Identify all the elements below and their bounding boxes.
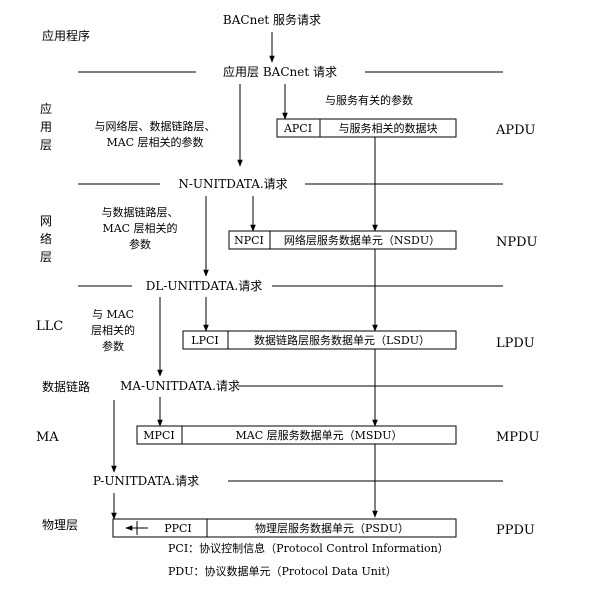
request-ma-unitdata: MA-UNITDATA.请求	[120, 379, 240, 393]
apci-label: APCI	[283, 122, 312, 135]
note-service-params: 与服务有关的参数	[325, 93, 413, 107]
layer-label-ma: MA	[36, 430, 59, 445]
note-llc-params-3: 参数	[102, 339, 124, 353]
pdu-label-apdu: APDU	[495, 123, 536, 138]
pdu-label-ppdu: PPDU	[496, 523, 535, 538]
flow-arrows	[111, 32, 378, 520]
apdu-box: APCI 与服务相关的数据块	[276, 118, 457, 138]
parameter-notes: 与服务有关的参数 与网络层、数据链路层、 MAC 层相关的参数 与数据链路层、 …	[91, 93, 413, 353]
mpdu-box: MPCI MAC 层服务数据单元（MSDU）	[136, 425, 457, 445]
pdu-labels: APDU NPDU LPDU MPDU PPDU	[495, 123, 539, 538]
layer-separators	[78, 71, 503, 482]
layer-label-net-1: 网	[40, 214, 52, 228]
request-n-unitdata: N-UNITDATA.请求	[178, 177, 287, 191]
request-dl-unitdata: DL-UNITDATA.请求	[146, 279, 262, 293]
note-net-params-1: 与数据链路层、	[102, 205, 179, 219]
layer-label-net-2: 络	[40, 231, 52, 246]
layer-labels: 应用程序 应 用 层 网 络 层 LLC 数据链路 MA 物理层	[36, 28, 90, 532]
lpci-data-label: 数据链路层服务数据单元（LSDU）	[254, 333, 430, 347]
lpdu-box: LPCI 数据链路层服务数据单元（LSDU）	[182, 330, 457, 350]
pdu-label-npdu: NPDU	[496, 235, 538, 250]
layer-label-llc: LLC	[36, 319, 63, 334]
legend: PCI：协议控制信息（Protocol Control Information）…	[168, 541, 449, 578]
layer-label-app-3: 层	[40, 138, 52, 152]
pdu-label-lpdu: LPDU	[496, 336, 535, 351]
layer-label-physical: 物理层	[42, 518, 78, 532]
request-labels: BACnet 服务请求 应用层 BACnet 请求 N-UNITDATA.请求 …	[93, 12, 337, 488]
mpci-data-label: MAC 层服务数据单元（MSDU）	[235, 428, 402, 442]
layer-label-app-program: 应用程序	[42, 28, 90, 43]
note-llc-params-2: 层相关的	[91, 323, 135, 337]
note-net-params-3: 参数	[129, 237, 151, 251]
pdu-boxes: APCI 与服务相关的数据块 NPCI 网络层服务数据单元（NSDU） LPCI…	[112, 118, 457, 538]
note-app-params-1: 与网络层、数据链路层、	[95, 119, 216, 133]
lpci-label: LPCI	[191, 334, 218, 347]
ppci-data-label: 物理层服务数据单元（PSDU）	[255, 521, 409, 535]
request-p-unitdata: P-UNITDATA.请求	[93, 474, 199, 488]
mpci-label: MPCI	[143, 429, 174, 442]
npdu-box: NPCI 网络层服务数据单元（NSDU）	[228, 230, 457, 250]
apci-data-label: 与服务相关的数据块	[339, 121, 438, 135]
note-app-params-2: MAC 层相关的参数	[106, 135, 203, 149]
legend-pdu: PDU：协议数据单元（Protocol Data Unit）	[168, 564, 397, 578]
ppci-label: PPCI	[164, 522, 192, 535]
layer-label-datalink: 数据链路	[42, 379, 90, 394]
note-llc-params-1: 与 MAC	[92, 308, 134, 321]
npci-data-label: 网络层服务数据单元（NSDU）	[284, 233, 440, 247]
npci-label: NPCI	[234, 234, 264, 247]
ppdu-box: PPCI 物理层服务数据单元（PSDU）	[112, 518, 457, 538]
note-net-params-2: MAC 层相关的	[102, 221, 177, 235]
layer-label-app-1: 应	[40, 101, 52, 116]
pdu-label-mpdu: MPDU	[496, 430, 539, 445]
layer-label-app-2: 用	[40, 120, 52, 134]
layer-label-net-3: 层	[40, 250, 52, 264]
request-bacnet-service: BACnet 服务请求	[223, 12, 321, 27]
request-app-bacnet: 应用层 BACnet 请求	[223, 64, 337, 79]
legend-pci: PCI：协议控制信息（Protocol Control Information）	[168, 541, 449, 555]
